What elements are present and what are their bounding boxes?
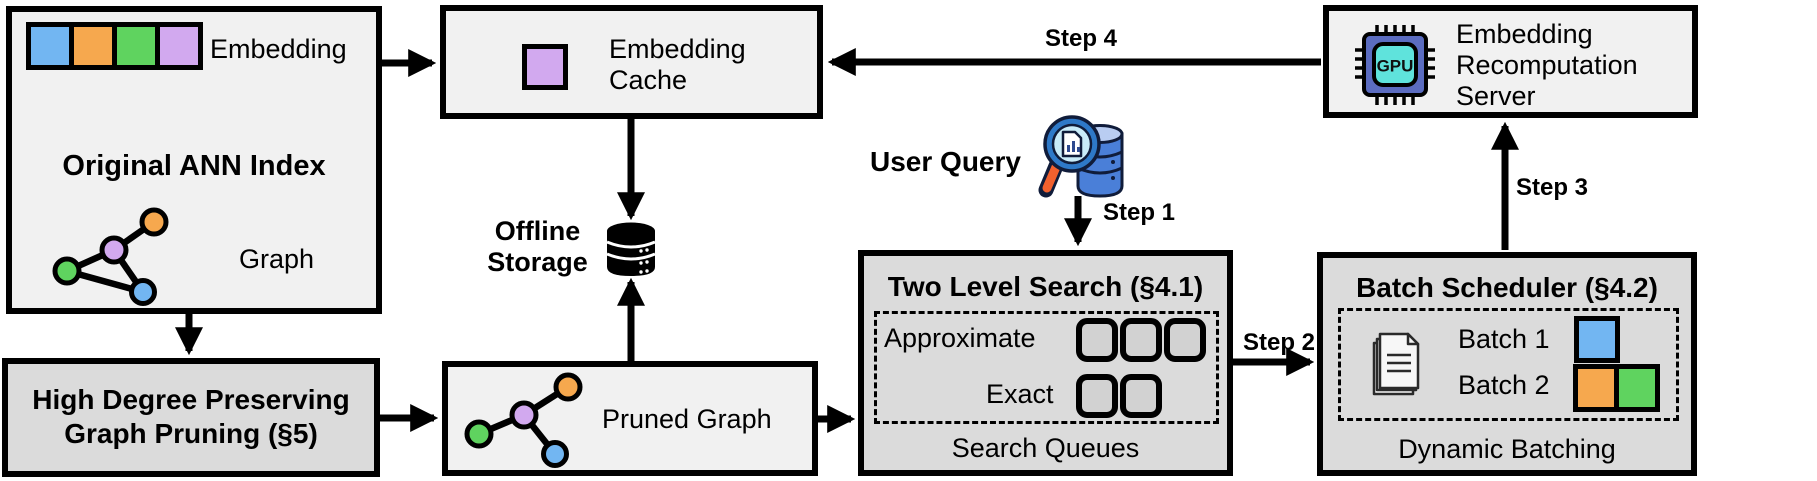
two-level-search-title: Two Level Search (§4.1) [887,271,1204,302]
batch-scheduler-box: Batch Scheduler (§4.2) Batch 1 Batch 2 D… [1317,252,1697,476]
two-level-search-box: Two Level Search (§4.1) Approximate Exac… [858,250,1233,476]
original-graph-icon [52,207,169,306]
search-queues-footer: Search Queues [951,433,1140,463]
step-1-label: Step 1 [1103,199,1176,226]
pruned-graph-label: Pruned Graph [602,404,772,434]
graph-pruning-box: High Degree Preserving Graph Pruning (§5… [2,358,380,477]
dynamic-batching-panel [1338,308,1679,421]
query-documents-icon [1372,332,1420,396]
original-ann-index-box: Embedding Original ANN Index Graph [6,6,382,314]
cached-embedding-icon [522,44,568,90]
step-4-label: Step 4 [1044,25,1118,52]
step-3-label: Step 3 [1516,174,1589,201]
batch-2-embedding-icons [1573,364,1660,412]
exact-label: Exact [986,379,1054,409]
step-2-label: Step 2 [1242,329,1316,356]
approximate-label: Approximate [884,323,1036,353]
recomputation-server-box: GPU Embedding Recomputation Server [1323,5,1698,118]
embedding-cache-label: Embedding Cache [609,34,746,95]
embedding-label: Embedding [210,34,347,64]
pruned-graph-box: Pruned Graph [442,361,818,476]
graph-pruning-label: High Degree Preserving Graph Pruning (§5… [32,384,350,449]
user-query-icon [1038,115,1124,198]
gpu-chip-label: GPU [1377,57,1414,76]
embedding-cache-box: Embedding Cache [440,5,823,119]
pruned-graph-icon [464,372,583,468]
recomputation-server-label: Embedding Recomputation Server [1456,19,1638,111]
batch-1-embedding-icon [1574,316,1620,363]
batch-1-label: Batch 1 [1458,324,1550,354]
embedding-vector-icon [26,22,203,70]
user-query-label: User Query [870,146,1021,177]
dynamic-batching-footer: Dynamic Batching [1398,434,1616,464]
batch-scheduler-title: Batch Scheduler (§4.2) [1356,272,1658,303]
graph-label: Graph [239,244,315,274]
batch-2-label: Batch 2 [1458,370,1550,400]
offline-storage-database-icon [606,222,656,276]
original-ann-index-title: Original ANN Index [62,150,326,182]
approximate-queue-icons [1076,318,1206,362]
search-queues-panel [874,311,1219,424]
exact-queue-icons [1076,374,1162,418]
offline-storage-label: Offline Storage [487,216,588,277]
gpu-chip-icon: GPU [1355,25,1435,105]
